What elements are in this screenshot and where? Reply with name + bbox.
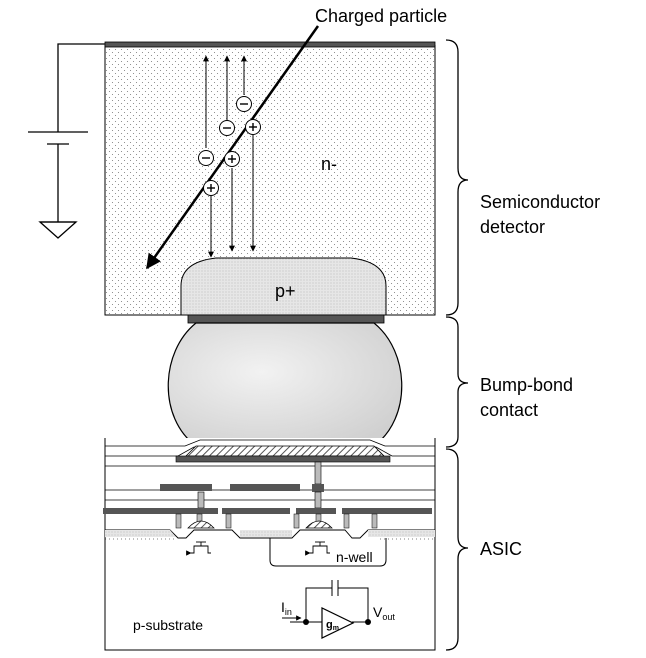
hole-icon (203, 180, 219, 196)
asic-chip: n-well p-substrate Iin Vout gm (103, 438, 436, 651)
input-current-label: Iin (281, 599, 292, 617)
semiconductor-detector-label: Semiconductor (480, 192, 600, 212)
output-voltage-label: Vout (373, 604, 395, 622)
ground-icon (38, 221, 78, 239)
transistor-symbol (305, 541, 330, 556)
p-plus-implant (180, 257, 387, 316)
section-braces (445, 39, 469, 651)
semiconductor-detector: p+ n- (104, 41, 436, 316)
amplifier-triangle (321, 607, 355, 639)
n-well-label: n-well (336, 549, 373, 565)
semiconductor-detector-label-line2: detector (480, 217, 545, 237)
transconductance-label: gm (326, 619, 339, 632)
bump-bond-brace (445, 316, 469, 448)
bump-bond-label-line2: contact (480, 400, 538, 420)
amplifier-circuit: Iin Vout gm (281, 580, 395, 639)
n-minus-label: n- (321, 154, 337, 174)
bond-pad (175, 455, 391, 463)
asic-label: ASIC (480, 539, 522, 559)
charged-particle-label: Charged particle (315, 6, 447, 26)
passivation-opening (185, 445, 385, 457)
bump-bond-label: Bump-bond (480, 375, 573, 395)
bump-bond (167, 314, 403, 447)
electron-icon (219, 120, 235, 136)
electron-icon (198, 150, 214, 166)
solder-ball (167, 322, 403, 447)
transistor-symbol (186, 541, 211, 556)
charged-particle-track: Charged particle (145, 6, 447, 270)
bias-circuit (28, 43, 105, 239)
top-electrode (104, 41, 436, 48)
hole-icon (245, 119, 261, 135)
p-plus-label: p+ (275, 281, 296, 301)
electron-icon (236, 96, 252, 112)
p-substrate-label: p-substrate (133, 617, 203, 633)
charge-carriers (198, 96, 261, 196)
bump-pad-top (187, 314, 385, 324)
drift-arrows (203, 55, 256, 258)
n-well-region (269, 538, 387, 567)
detector-brace (445, 39, 469, 316)
asic-brace (445, 448, 469, 651)
hole-icon (224, 151, 240, 167)
